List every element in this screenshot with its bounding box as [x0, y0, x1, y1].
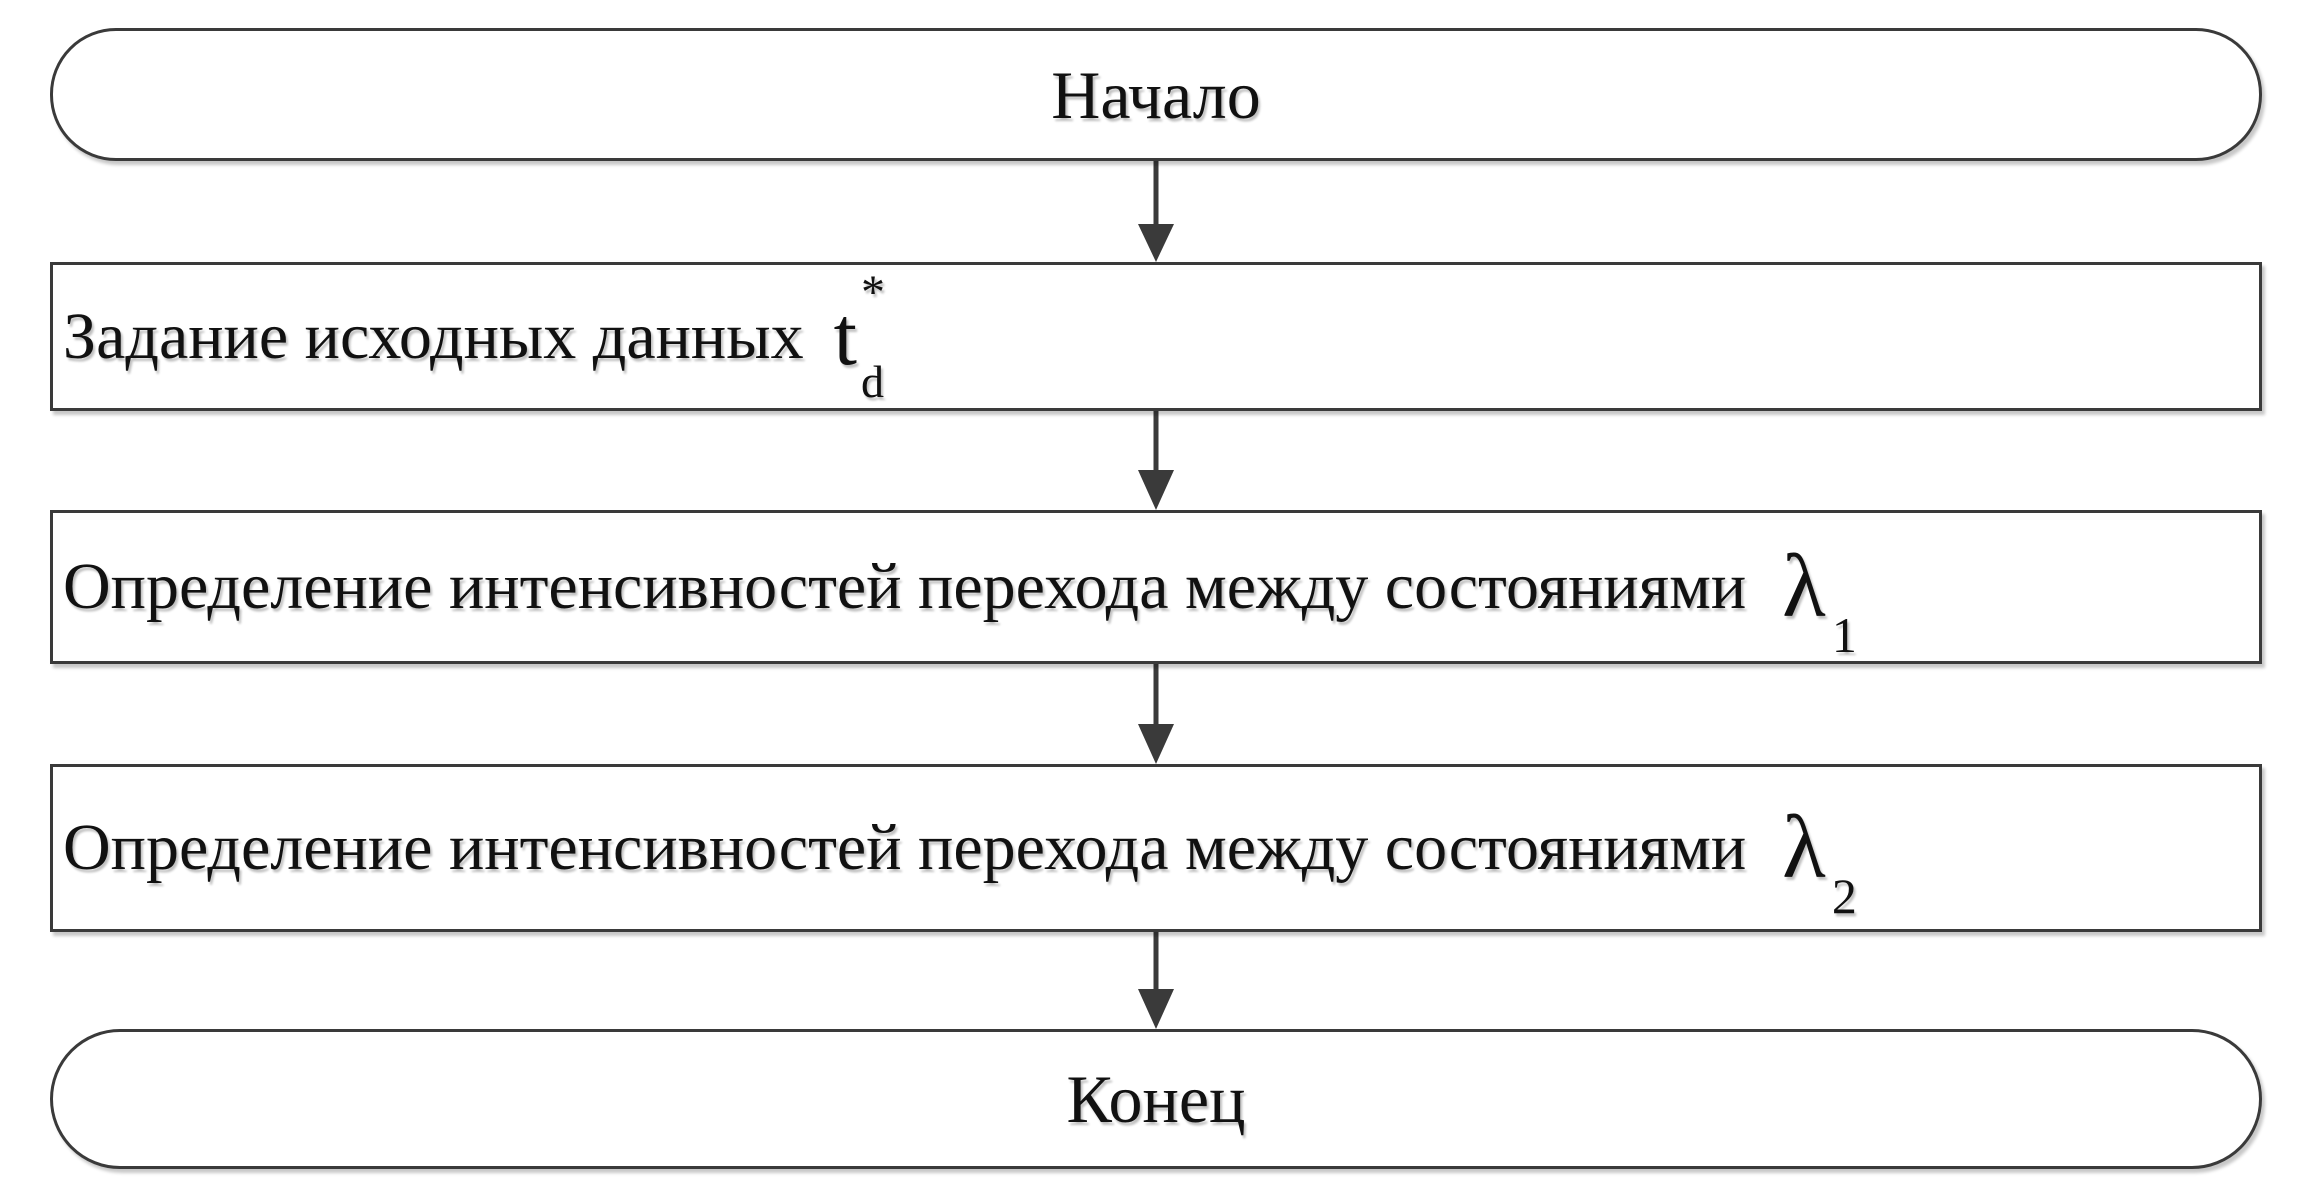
symbol-subscript: 1	[1831, 607, 1857, 663]
arrow-step-2-to-step-3	[1138, 664, 1174, 764]
arrow-step-1-to-step-2	[1138, 411, 1174, 510]
step-label: Определение интенсивностей перехода межд…	[63, 550, 1747, 623]
symbol-main: t	[833, 289, 857, 383]
symbol-lambda-2: λ 2	[1782, 803, 1857, 922]
symbol-main: λ	[1782, 798, 1826, 897]
end-terminal: Конец	[50, 1029, 2262, 1169]
symbol-main: λ	[1782, 537, 1826, 636]
arrow-start-to-step-1	[1138, 161, 1174, 262]
process-step-input-data: Задание исходных данных t * d	[50, 262, 2262, 411]
process-step-lambda-2: Определение интенсивностей перехода межд…	[50, 764, 2262, 932]
symbol-lambda-1: λ 1	[1782, 542, 1857, 661]
step-label: Задание исходных данных	[63, 299, 804, 373]
process-step-lambda-1: Определение интенсивностей перехода межд…	[50, 510, 2262, 664]
step-label: Определение интенсивностей перехода межд…	[63, 811, 1747, 884]
arrow-step-3-to-end	[1138, 932, 1174, 1029]
end-label: Конец	[1066, 1061, 1246, 1137]
symbol-subscript: d	[860, 355, 884, 407]
start-label: Начало	[1051, 56, 1261, 133]
symbol-t-d-star: t * d	[834, 268, 885, 404]
start-terminal: Начало	[50, 28, 2262, 161]
symbol-subscript: 2	[1831, 868, 1857, 924]
symbol-superscript: *	[860, 265, 885, 319]
